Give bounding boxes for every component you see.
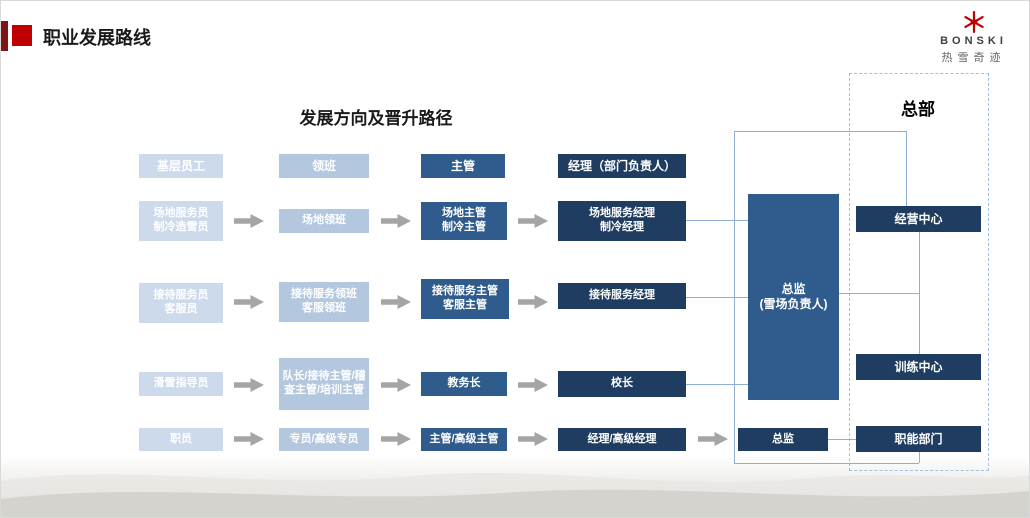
arrow-right-icon xyxy=(381,214,411,228)
left-accent-bar xyxy=(1,21,8,51)
arrow-right-icon xyxy=(518,214,548,228)
career-node: 场地服务经理 制冷经理 xyxy=(558,201,686,241)
header-foreman: 领班 xyxy=(279,154,369,178)
hq-box-training-center: 训练中心 xyxy=(856,354,981,380)
career-node: 场地服务员 制冷造雪员 xyxy=(139,201,223,241)
snow-texture xyxy=(1,455,1029,517)
connector-line xyxy=(828,439,856,440)
hq-box-operations-center: 经营中心 xyxy=(856,206,981,232)
title-bullet xyxy=(12,25,32,46)
connector-line xyxy=(839,293,919,294)
row4-director-box: 总监 xyxy=(738,428,828,451)
career-node: 滑雪指导员 xyxy=(139,372,223,396)
career-node: 场地领班 xyxy=(279,209,369,233)
snowflake-icon xyxy=(926,11,1021,33)
page-title: 职业发展路线 xyxy=(43,28,151,48)
career-node: 主管/高级主管 xyxy=(421,428,507,451)
headquarters-frame xyxy=(849,73,989,471)
career-node: 场地主管 制冷主管 xyxy=(421,202,507,240)
director-box: 总监 (雪场负责人) xyxy=(748,194,839,400)
career-node: 接待服务员 客服员 xyxy=(139,283,223,323)
career-node: 教务长 xyxy=(421,372,507,396)
connector-line xyxy=(686,384,748,385)
logo: BONSKI 热雪奇迹 xyxy=(926,11,1021,65)
arrow-right-icon xyxy=(234,432,264,446)
brand-name: BONSKI xyxy=(940,35,1007,47)
career-node: 接待服务经理 xyxy=(558,283,686,309)
connector-line xyxy=(734,131,906,132)
career-node: 职员 xyxy=(139,428,223,451)
arrow-right-icon xyxy=(518,432,548,446)
arrow-right-icon xyxy=(698,432,728,446)
career-node: 专员/高级专员 xyxy=(279,428,369,451)
header-manager: 经理（部门负责人） xyxy=(558,154,686,178)
header-supervisor: 主管 xyxy=(421,154,505,178)
brand-tagline: 热雪奇迹 xyxy=(941,52,1006,64)
arrow-right-icon xyxy=(518,295,548,309)
arrow-right-icon xyxy=(381,378,411,392)
arrow-right-icon xyxy=(234,295,264,309)
headquarters-title: 总部 xyxy=(901,100,935,119)
arrow-right-icon xyxy=(234,378,264,392)
arrow-right-icon xyxy=(381,295,411,309)
header-frontline-staff: 基层员工 xyxy=(139,154,223,178)
career-node: 经理/高级经理 xyxy=(558,428,686,451)
arrow-right-icon xyxy=(518,378,548,392)
hq-box-functional-department: 职能部门 xyxy=(856,426,981,452)
career-node: 校长 xyxy=(558,371,686,397)
arrow-right-icon xyxy=(234,214,264,228)
career-node: 接待服务主管 客服主管 xyxy=(421,279,509,319)
career-node: 接待服务领班 客服领班 xyxy=(279,282,369,322)
arrow-right-icon xyxy=(381,432,411,446)
connector-line xyxy=(686,297,748,298)
connector-line xyxy=(686,220,748,221)
diagram-title: 发展方向及晋升路径 xyxy=(299,109,453,128)
connector-line xyxy=(919,232,920,354)
connector-line xyxy=(734,463,919,464)
career-node: 队长/接待主管/稽查主管/培训主管 xyxy=(279,358,369,410)
connector-line xyxy=(919,452,920,463)
connector-line xyxy=(906,131,907,206)
